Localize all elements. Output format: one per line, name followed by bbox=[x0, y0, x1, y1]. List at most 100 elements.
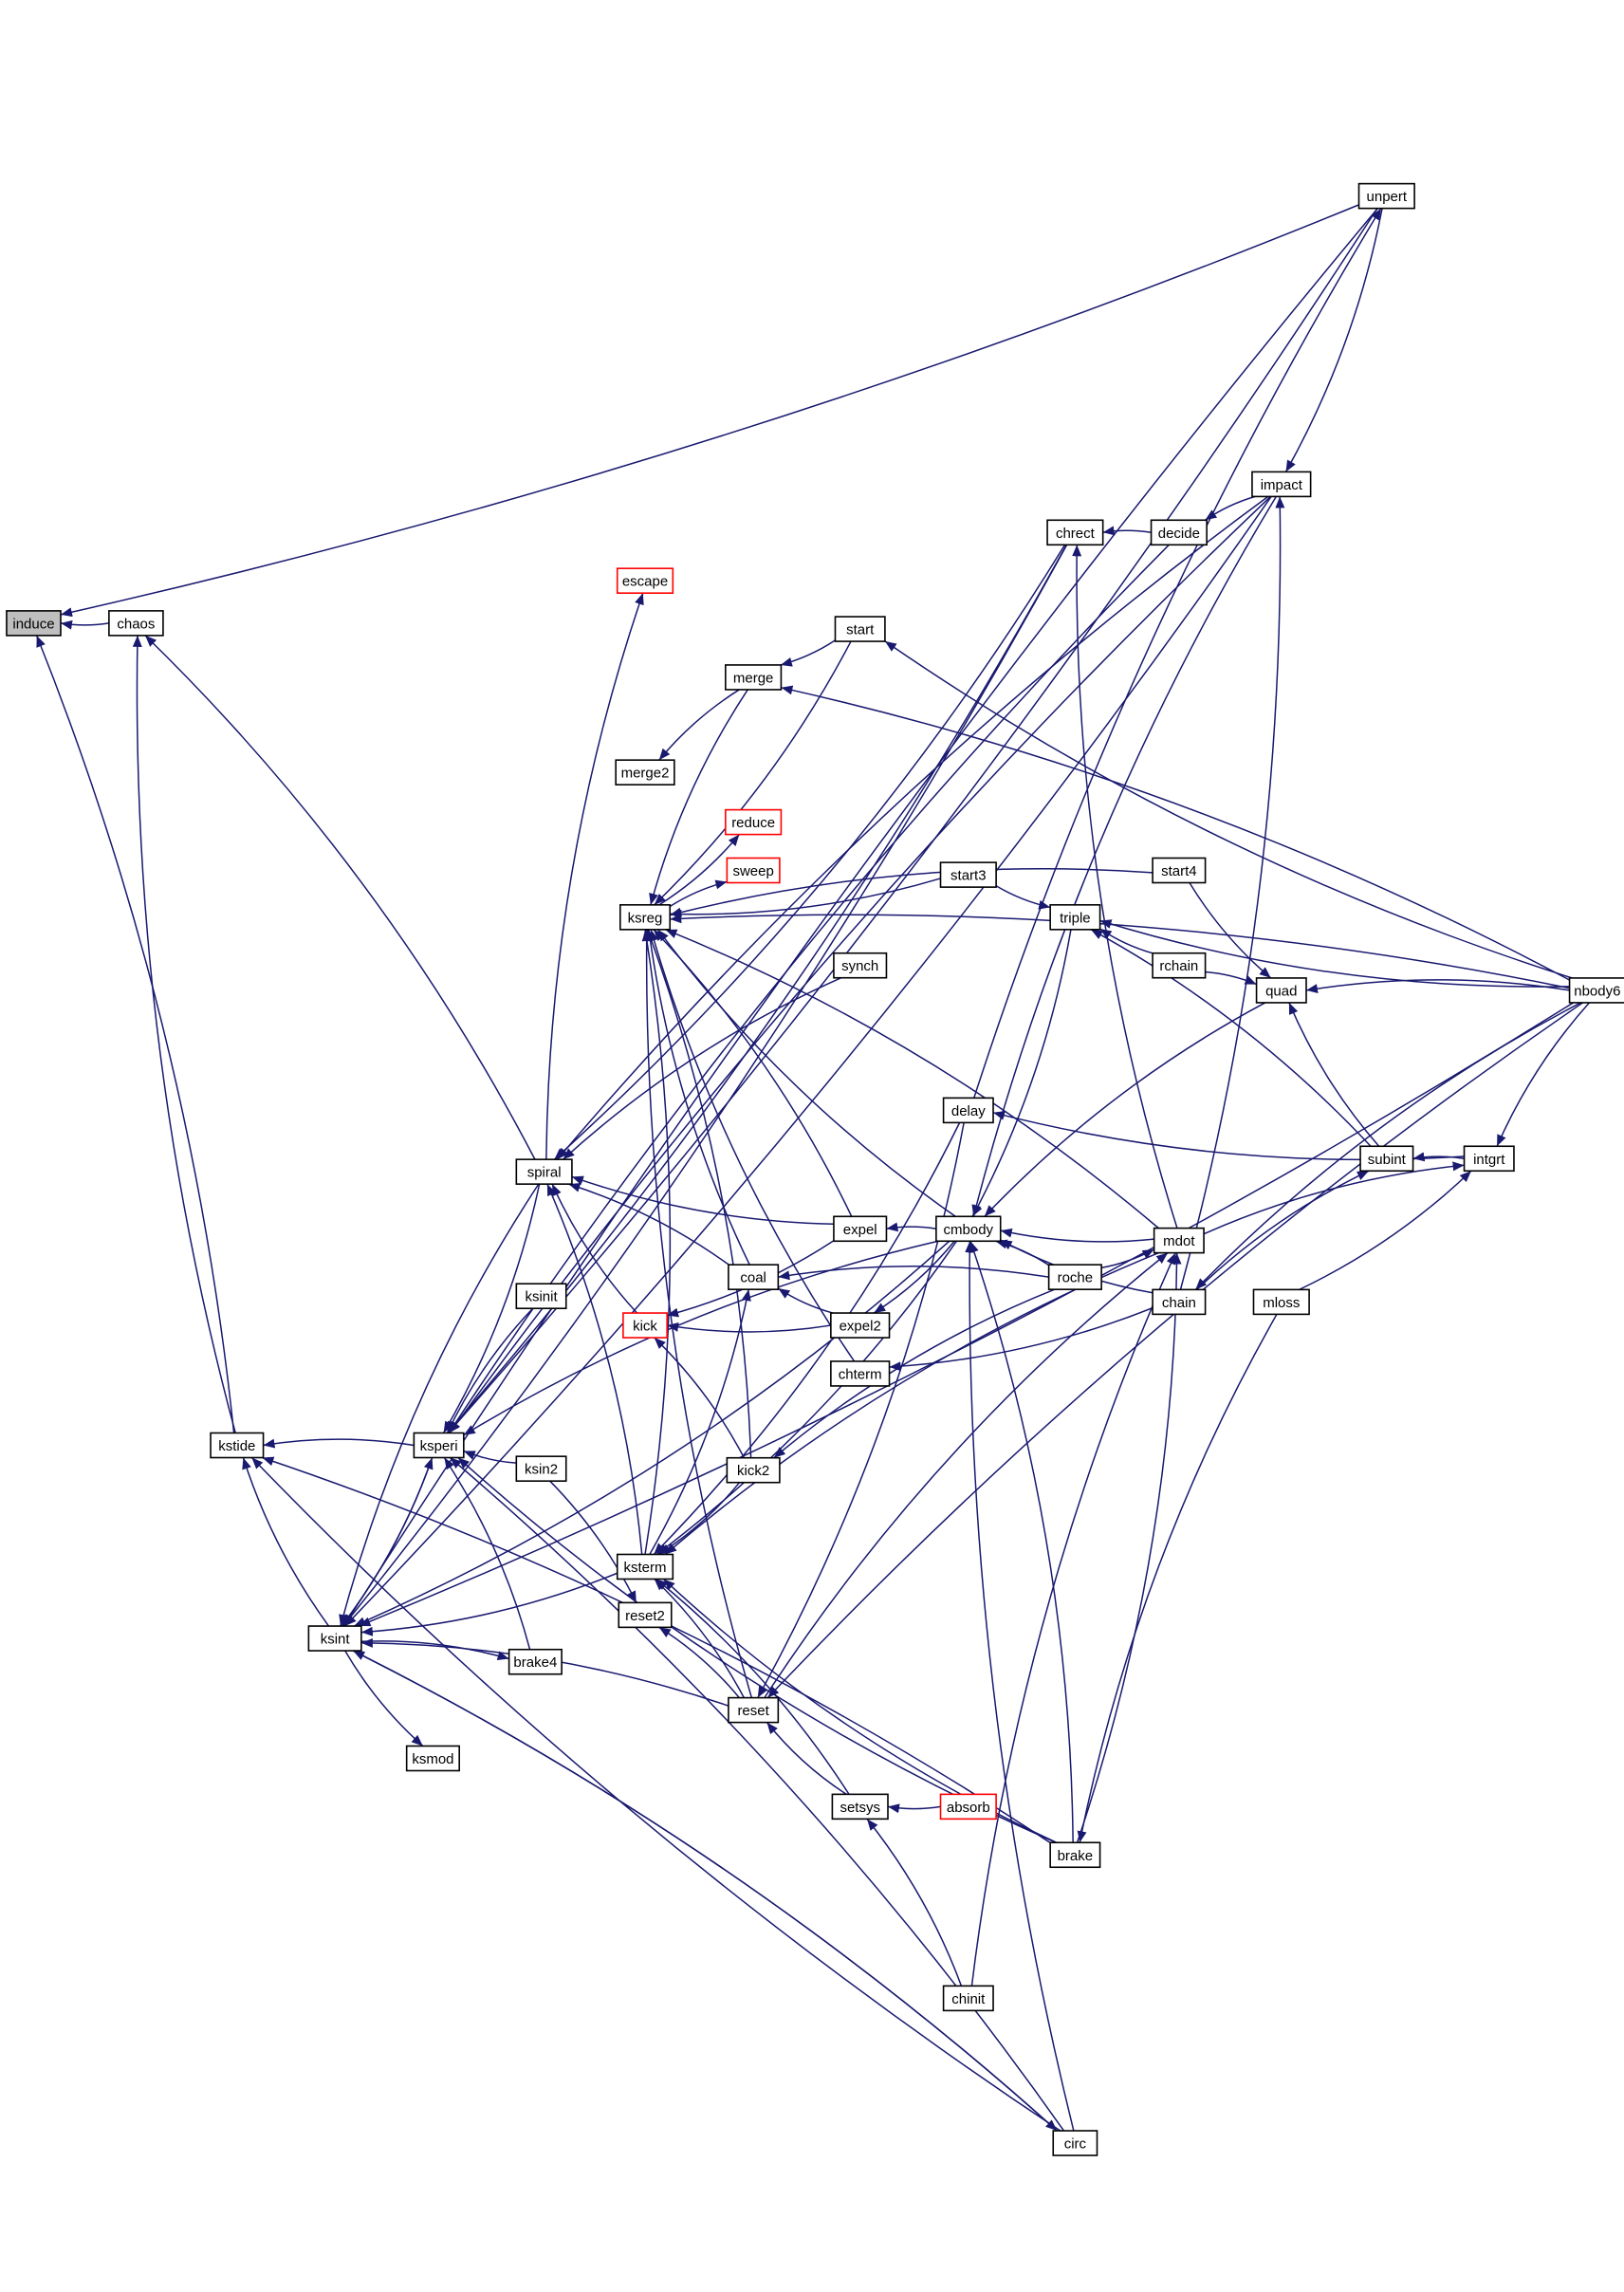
node-impact[interactable]: impact bbox=[1251, 471, 1312, 498]
node-ksreg[interactable]: ksreg bbox=[619, 904, 672, 931]
edge-spiral-to-ksperi bbox=[442, 1183, 541, 1433]
node-rchain[interactable]: rchain bbox=[1152, 952, 1207, 979]
node-merge[interactable]: merge bbox=[725, 664, 783, 691]
node-escape[interactable]: escape bbox=[616, 567, 674, 594]
node-triple[interactable]: triple bbox=[1049, 904, 1101, 931]
edge-mloss-to-intgrt bbox=[1299, 1170, 1472, 1291]
node-cmbody[interactable]: cmbody bbox=[935, 1215, 1002, 1243]
node-decide[interactable]: decide bbox=[1150, 519, 1208, 546]
node-box bbox=[726, 1456, 781, 1484]
node-label: ksin2 bbox=[525, 1462, 558, 1478]
node-label: mdot bbox=[1163, 1233, 1195, 1249]
edge-cmbody-to-ksint bbox=[353, 1240, 950, 1627]
edge-kick2-to-ksreg bbox=[646, 929, 752, 1458]
node-box bbox=[942, 1985, 994, 2012]
node-box bbox=[1152, 952, 1207, 979]
node-label: unpert bbox=[1367, 189, 1408, 205]
node-kick2[interactable]: kick2 bbox=[726, 1456, 781, 1484]
edge-ksint-to-circ bbox=[352, 1650, 1058, 2132]
node-induce[interactable]: induce bbox=[6, 610, 62, 637]
node-label: nbody6 bbox=[1574, 983, 1620, 999]
node-box bbox=[1255, 977, 1307, 1004]
node-start4[interactable]: start4 bbox=[1152, 857, 1207, 884]
node-setsys[interactable]: setsys bbox=[831, 1793, 889, 1821]
node-label: decide bbox=[1158, 526, 1200, 542]
edge-impact-to-decide bbox=[1205, 495, 1256, 521]
edge-cmbody-to-expel2 bbox=[873, 1240, 955, 1314]
node-chinit[interactable]: chinit bbox=[942, 1985, 994, 2012]
node-box bbox=[728, 1264, 780, 1290]
node-mloss[interactable]: mloss bbox=[1252, 1288, 1310, 1316]
node-label: sweep bbox=[732, 863, 773, 879]
node-quad[interactable]: quad bbox=[1255, 977, 1307, 1004]
node-label: reset2 bbox=[625, 1608, 665, 1624]
node-label: quad bbox=[1265, 983, 1297, 999]
node-chaos[interactable]: chaos bbox=[108, 610, 164, 637]
node-expel[interactable]: expel bbox=[833, 1215, 888, 1243]
node-box bbox=[1251, 471, 1312, 498]
node-subint[interactable]: subint bbox=[1359, 1145, 1414, 1173]
edge-kstide-to-induce bbox=[35, 635, 235, 1433]
edge-cmbody-to-ksterm bbox=[656, 1240, 957, 1556]
node-intgrt[interactable]: intgrt bbox=[1463, 1145, 1515, 1173]
edge-mdot-to-ksreg bbox=[665, 929, 1159, 1229]
edge-chrect-to-spiral bbox=[553, 544, 1066, 1160]
node-sweep[interactable]: sweep bbox=[726, 857, 781, 884]
node-label: ksreg bbox=[628, 910, 663, 926]
edge-cmbody-to-ksperi bbox=[463, 1240, 939, 1436]
node-reset[interactable]: reset bbox=[728, 1696, 780, 1724]
edge-ksint-to-ksmod bbox=[344, 1650, 424, 1747]
node-synch[interactable]: synch bbox=[833, 952, 888, 979]
node-ksmod[interactable]: ksmod bbox=[405, 1745, 460, 1772]
edge-brake-to-cmbody bbox=[969, 1241, 1074, 1843]
node-brake4[interactable]: brake4 bbox=[508, 1648, 563, 1675]
node-label: start3 bbox=[950, 868, 987, 884]
node-circ[interactable]: circ bbox=[1052, 2130, 1098, 2156]
node-ksterm[interactable]: ksterm bbox=[616, 1553, 674, 1580]
edge-chain-to-subint bbox=[1196, 1170, 1370, 1290]
node-box bbox=[833, 952, 888, 979]
edge-start-to-merge bbox=[780, 639, 836, 667]
node-ksin2[interactable]: ksin2 bbox=[515, 1455, 567, 1482]
node-unpert[interactable]: unpert bbox=[1357, 182, 1415, 210]
node-start3[interactable]: start3 bbox=[939, 861, 997, 888]
edge-nbody6-to-chain bbox=[1194, 1002, 1581, 1290]
node-kstide[interactable]: kstide bbox=[210, 1432, 265, 1459]
node-start[interactable]: start bbox=[834, 616, 886, 642]
node-box bbox=[618, 1601, 673, 1629]
node-chain[interactable]: chain bbox=[1152, 1288, 1207, 1316]
node-brake[interactable]: brake bbox=[1049, 1841, 1101, 1869]
node-delay[interactable]: delay bbox=[942, 1097, 994, 1124]
node-ksint[interactable]: ksint bbox=[307, 1625, 362, 1652]
edge-nbody6-to-reset bbox=[766, 1002, 1584, 1699]
node-spiral[interactable]: spiral bbox=[515, 1158, 573, 1185]
node-box bbox=[619, 904, 672, 931]
node-reset2[interactable]: reset2 bbox=[618, 1601, 673, 1629]
edge-chterm-to-ksreg bbox=[649, 929, 856, 1362]
node-ksperi[interactable]: ksperi bbox=[413, 1432, 465, 1459]
edge-coal-to-spiral bbox=[568, 1183, 729, 1266]
node-kick[interactable]: kick bbox=[622, 1312, 668, 1339]
node-roche[interactable]: roche bbox=[1047, 1264, 1102, 1290]
node-expel2[interactable]: expel2 bbox=[830, 1312, 891, 1339]
node-absorb[interactable]: absorb bbox=[939, 1793, 997, 1821]
edge-coal-to-ksreg bbox=[645, 929, 750, 1266]
node-box bbox=[725, 664, 783, 691]
node-ksinit[interactable]: ksinit bbox=[515, 1283, 567, 1310]
node-label: reset bbox=[737, 1703, 769, 1719]
edge-ksin2-to-reset2 bbox=[549, 1480, 637, 1603]
node-label: ksinit bbox=[525, 1289, 558, 1305]
edge-triple-to-cmbody bbox=[971, 929, 1072, 1217]
node-reduce[interactable]: reduce bbox=[725, 808, 783, 836]
node-mdot[interactable]: mdot bbox=[1153, 1227, 1205, 1254]
edge-ksinit-to-ksperi bbox=[446, 1307, 534, 1433]
node-chterm[interactable]: chterm bbox=[830, 1360, 891, 1387]
node-box bbox=[942, 1097, 994, 1124]
node-nbody6[interactable]: nbody6 bbox=[1568, 977, 1624, 1004]
edge-mdot-to-intgrt bbox=[1203, 1161, 1465, 1235]
node-box bbox=[830, 1360, 891, 1387]
node-merge2[interactable]: merge2 bbox=[615, 759, 675, 786]
node-coal[interactable]: coal bbox=[728, 1264, 780, 1290]
edge-mdot-to-ksterm bbox=[664, 1251, 1159, 1556]
node-chrect[interactable]: chrect bbox=[1046, 519, 1104, 546]
